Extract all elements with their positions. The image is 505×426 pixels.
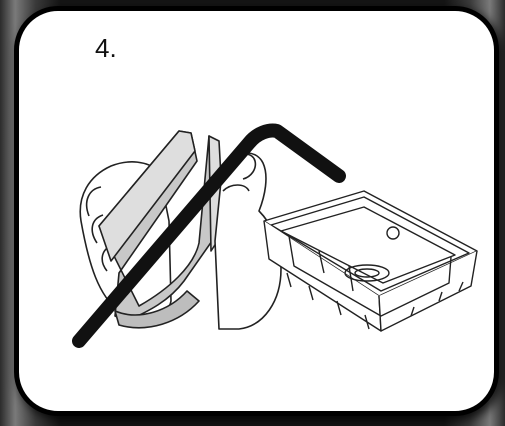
step-illustration bbox=[19, 11, 494, 411]
instruction-card: 4. bbox=[14, 6, 499, 416]
tray-icon bbox=[264, 191, 477, 331]
